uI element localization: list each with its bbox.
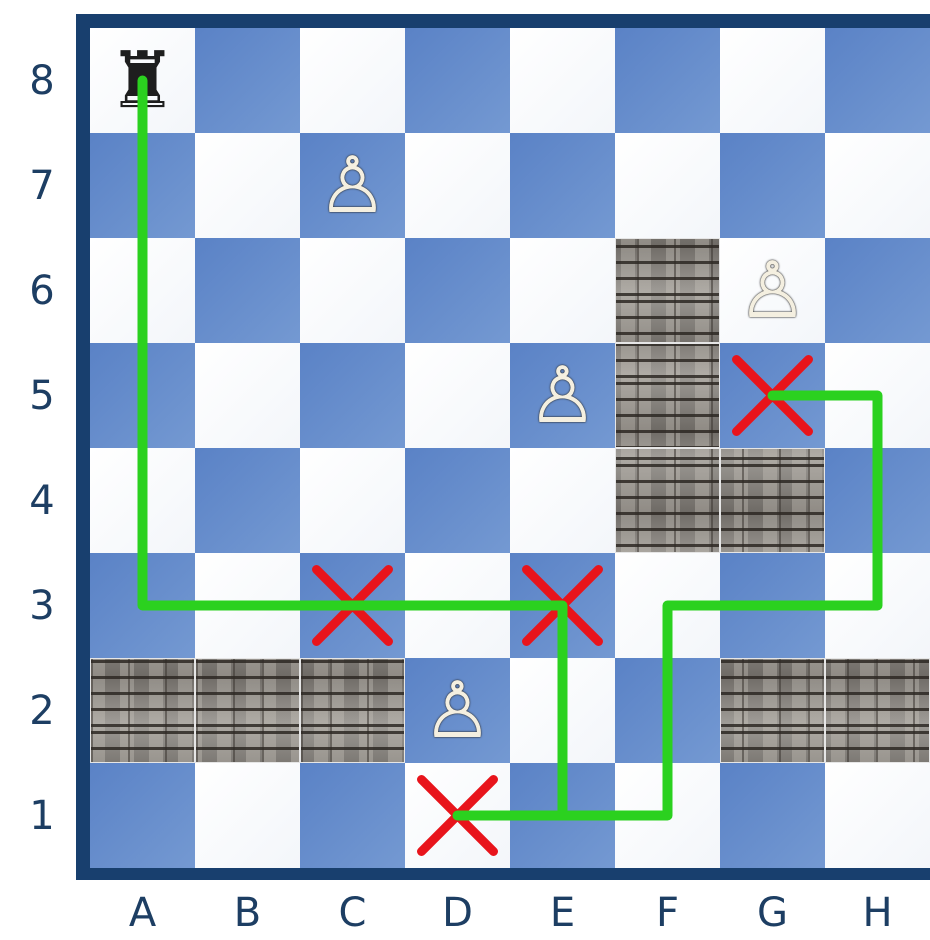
file-label-e: E bbox=[510, 890, 615, 936]
rank-label-3: 3 bbox=[20, 583, 64, 629]
file-label-a: A bbox=[90, 890, 195, 936]
rook-path-line bbox=[143, 81, 878, 816]
file-label-d: D bbox=[405, 890, 510, 936]
rank-label-8: 8 bbox=[20, 58, 64, 104]
rank-label-1: 1 bbox=[20, 793, 64, 839]
file-label-f: F bbox=[615, 890, 720, 936]
rank-label-2: 2 bbox=[20, 688, 64, 734]
rank-label-6: 6 bbox=[20, 268, 64, 314]
file-label-b: B bbox=[195, 890, 300, 936]
rank-label-7: 7 bbox=[20, 163, 64, 209]
rank-label-5: 5 bbox=[20, 373, 64, 419]
file-label-h: H bbox=[825, 890, 930, 936]
file-label-c: C bbox=[300, 890, 405, 936]
file-label-g: G bbox=[720, 890, 825, 936]
rank-label-4: 4 bbox=[20, 478, 64, 524]
